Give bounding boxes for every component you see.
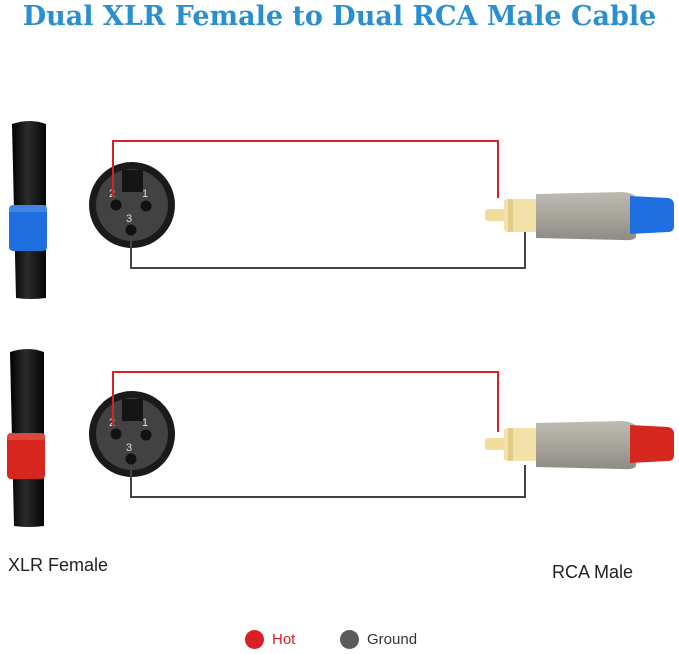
legend-ground-label: Ground bbox=[367, 631, 418, 648]
hot-wire-top bbox=[112, 140, 499, 198]
xlr-band-blue bbox=[9, 205, 47, 251]
pin-label-1: 1 bbox=[142, 417, 148, 429]
xlr-face-red bbox=[89, 391, 175, 477]
xlr-female-label: XLR Female bbox=[8, 555, 109, 575]
pin-label-1: 1 bbox=[142, 188, 148, 200]
ground-dot-icon bbox=[340, 630, 359, 649]
legend-hot: Hot bbox=[245, 630, 295, 649]
xlr-face-blue bbox=[89, 162, 175, 248]
rca-plug-blue bbox=[485, 192, 674, 241]
legend-hot-label: Hot bbox=[272, 631, 296, 648]
legend-ground: Ground bbox=[340, 630, 417, 649]
xlr-plug-blue bbox=[9, 121, 47, 299]
hot-dot-icon bbox=[245, 630, 264, 649]
ground-wire-top bbox=[130, 232, 526, 269]
rca-plug-red bbox=[485, 421, 674, 470]
pin-label-3: 3 bbox=[126, 442, 132, 454]
pin-label-3: 3 bbox=[126, 213, 132, 225]
ground-wire-bottom bbox=[130, 465, 526, 498]
hot-wire-bottom bbox=[112, 371, 499, 432]
page-title: Dual XLR Female to Dual RCA Male Cable bbox=[22, 1, 657, 32]
rca-male-label: RCA Male bbox=[552, 562, 634, 582]
xlr-plug-red bbox=[7, 349, 45, 527]
xlr-band-red bbox=[7, 433, 45, 479]
